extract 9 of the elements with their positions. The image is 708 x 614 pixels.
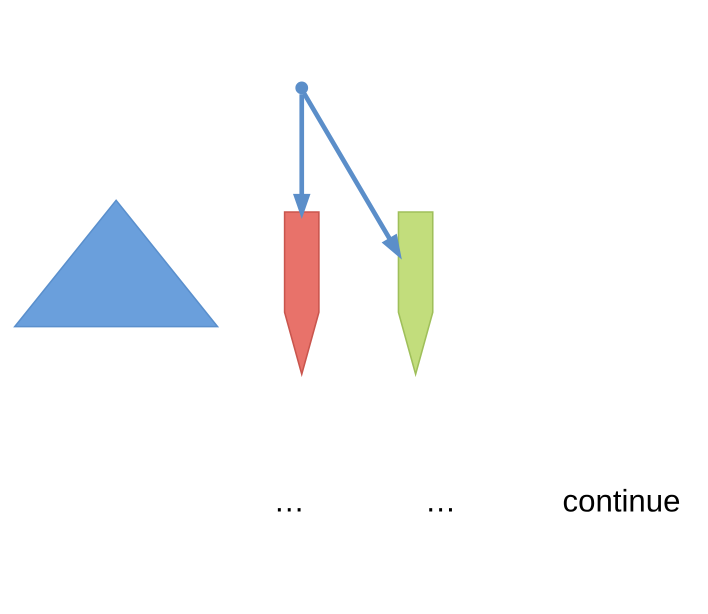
node-point xyxy=(295,81,308,94)
arrow xyxy=(293,94,310,219)
label: … xyxy=(274,483,305,518)
arrow xyxy=(302,92,402,260)
label: continue xyxy=(562,483,680,518)
label: … xyxy=(424,483,456,518)
node-arrow xyxy=(398,211,434,378)
node-triangle xyxy=(13,199,220,328)
node-arrow xyxy=(284,211,320,378)
